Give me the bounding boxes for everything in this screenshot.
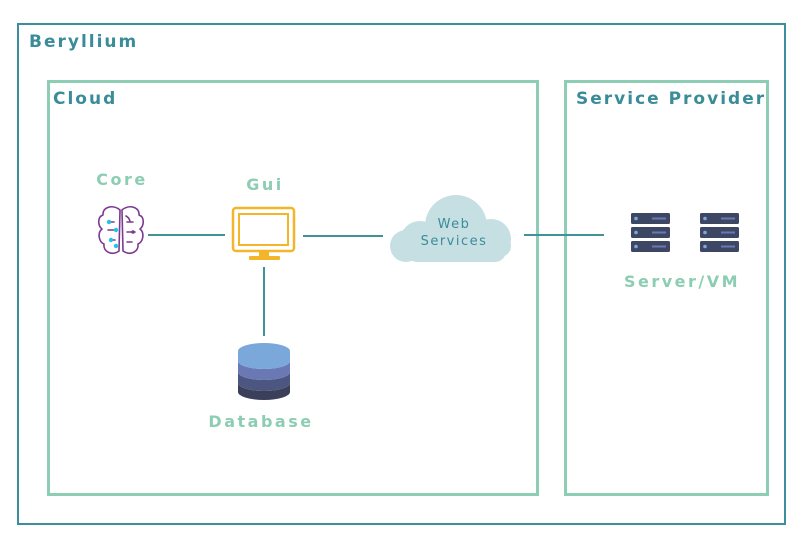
web-services-label-line1: Web bbox=[437, 217, 471, 232]
server-vm-label: Server/VM bbox=[623, 272, 741, 291]
service-provider-container bbox=[564, 80, 769, 496]
core-label: Core bbox=[96, 170, 148, 189]
gui-label: Gui bbox=[246, 175, 284, 194]
web-services-label-line2: Services bbox=[420, 234, 488, 249]
brain-icon bbox=[97, 206, 145, 254]
cloud-label: Cloud bbox=[53, 89, 118, 109]
server-icon bbox=[631, 213, 670, 252]
database-icon bbox=[238, 343, 290, 400]
monitor-icon bbox=[231, 206, 296, 260]
cloud-container bbox=[47, 80, 539, 496]
cloud-icon bbox=[390, 195, 511, 262]
database-label: Database bbox=[208, 412, 314, 431]
service-provider-label: Service Provider bbox=[576, 89, 767, 109]
server-icon bbox=[700, 213, 739, 252]
beryllium-container bbox=[17, 23, 786, 525]
beryllium-label: Beryllium bbox=[29, 32, 139, 52]
